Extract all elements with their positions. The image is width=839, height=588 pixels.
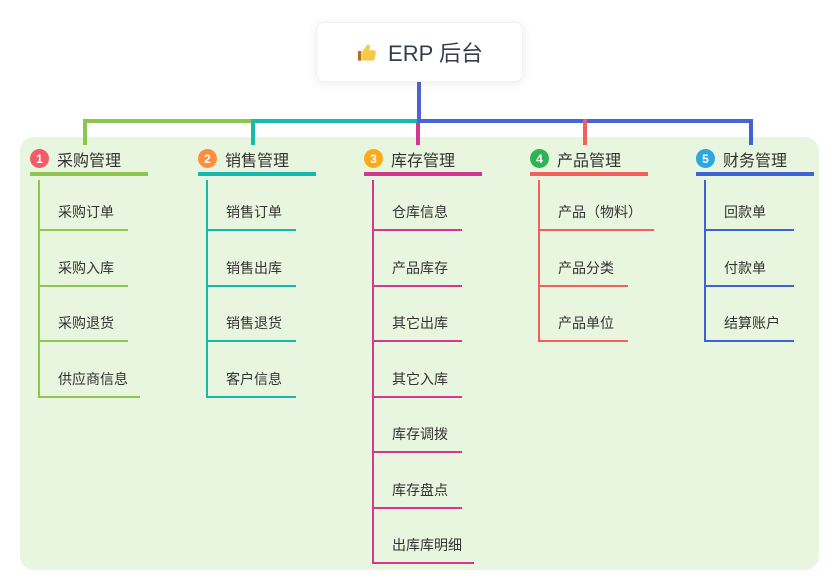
node-item[interactable]: 产品分类 (538, 258, 628, 287)
root-title: ERP 后台 (388, 41, 483, 66)
branch-number-badge: 4 (530, 149, 549, 168)
branch-number-badge: 3 (364, 149, 383, 168)
connector-trunk (417, 82, 421, 123)
branch-number-badge: 1 (30, 149, 49, 168)
branch-connector-line (704, 180, 706, 342)
node-item[interactable]: 回款单 (704, 202, 794, 231)
node-item[interactable]: 供应商信息 (38, 369, 140, 398)
connector-drop-sales (251, 119, 255, 145)
root-node[interactable]: ERP 后台 (316, 22, 523, 82)
node-item[interactable]: 其它出库 (372, 313, 462, 342)
branch-connector-line (538, 180, 540, 342)
connector-drop-product (583, 119, 587, 145)
branch-number-badge: 5 (696, 149, 715, 168)
node-item[interactable]: 产品单位 (538, 313, 628, 342)
branch-finance: 5 财务管理 回款单 付款单 结算账户 (696, 145, 814, 342)
node-item[interactable]: 结算账户 (704, 313, 794, 342)
node-item[interactable]: 客户信息 (206, 369, 296, 398)
node-item[interactable]: 采购订单 (38, 202, 128, 231)
branch-title: 库存管理 (391, 152, 456, 170)
branch-connector-line (206, 180, 208, 398)
node-item[interactable]: 采购入库 (38, 258, 128, 287)
branch-inventory: 3 库存管理 仓库信息 产品库存 其它出库 其它入库 库存调拨 库存盘点 出库库… (364, 145, 482, 564)
branch-connector-line (38, 180, 40, 398)
node-item[interactable]: 销售订单 (206, 202, 296, 231)
branch-inventory-label[interactable]: 3 库存管理 (364, 145, 482, 176)
node-item[interactable]: 销售退货 (206, 313, 296, 342)
connector-drop-finance (749, 119, 753, 145)
branch-title: 销售管理 (225, 152, 290, 170)
connector-drop-inventory (416, 123, 420, 145)
branch-finance-label[interactable]: 5 财务管理 (696, 145, 814, 176)
branch-title: 产品管理 (557, 152, 622, 170)
branch-connector-line (372, 180, 374, 564)
node-item[interactable]: 仓库信息 (372, 202, 462, 231)
node-item[interactable]: 出库库明细 (372, 535, 474, 564)
node-item[interactable]: 库存调拨 (372, 424, 462, 453)
node-item[interactable]: 付款单 (704, 258, 794, 287)
node-item[interactable]: 产品（物料） (538, 202, 654, 231)
connector-bus-left (83, 119, 253, 123)
branch-sales: 2 销售管理 销售订单 销售出库 销售退货 客户信息 (198, 145, 316, 398)
connector-drop-purchase (83, 119, 87, 145)
node-item[interactable]: 产品库存 (372, 258, 462, 287)
thumbs-up-icon (356, 41, 379, 64)
branch-product-label[interactable]: 4 产品管理 (530, 145, 648, 176)
branch-number-badge: 2 (198, 149, 217, 168)
branch-title: 采购管理 (57, 152, 122, 170)
node-item[interactable]: 其它入库 (372, 369, 462, 398)
node-item[interactable]: 采购退货 (38, 313, 128, 342)
connector-bus-mid (251, 119, 419, 123)
canvas-panel (20, 137, 819, 570)
node-item[interactable]: 库存盘点 (372, 480, 462, 509)
branch-purchase-label[interactable]: 1 采购管理 (30, 145, 148, 176)
node-item[interactable]: 销售出库 (206, 258, 296, 287)
branch-title: 财务管理 (723, 152, 788, 170)
branch-product: 4 产品管理 产品（物料） 产品分类 产品单位 (530, 145, 654, 342)
branch-sales-label[interactable]: 2 销售管理 (198, 145, 316, 176)
branch-purchase: 1 采购管理 采购订单 采购入库 采购退货 供应商信息 (30, 145, 148, 398)
